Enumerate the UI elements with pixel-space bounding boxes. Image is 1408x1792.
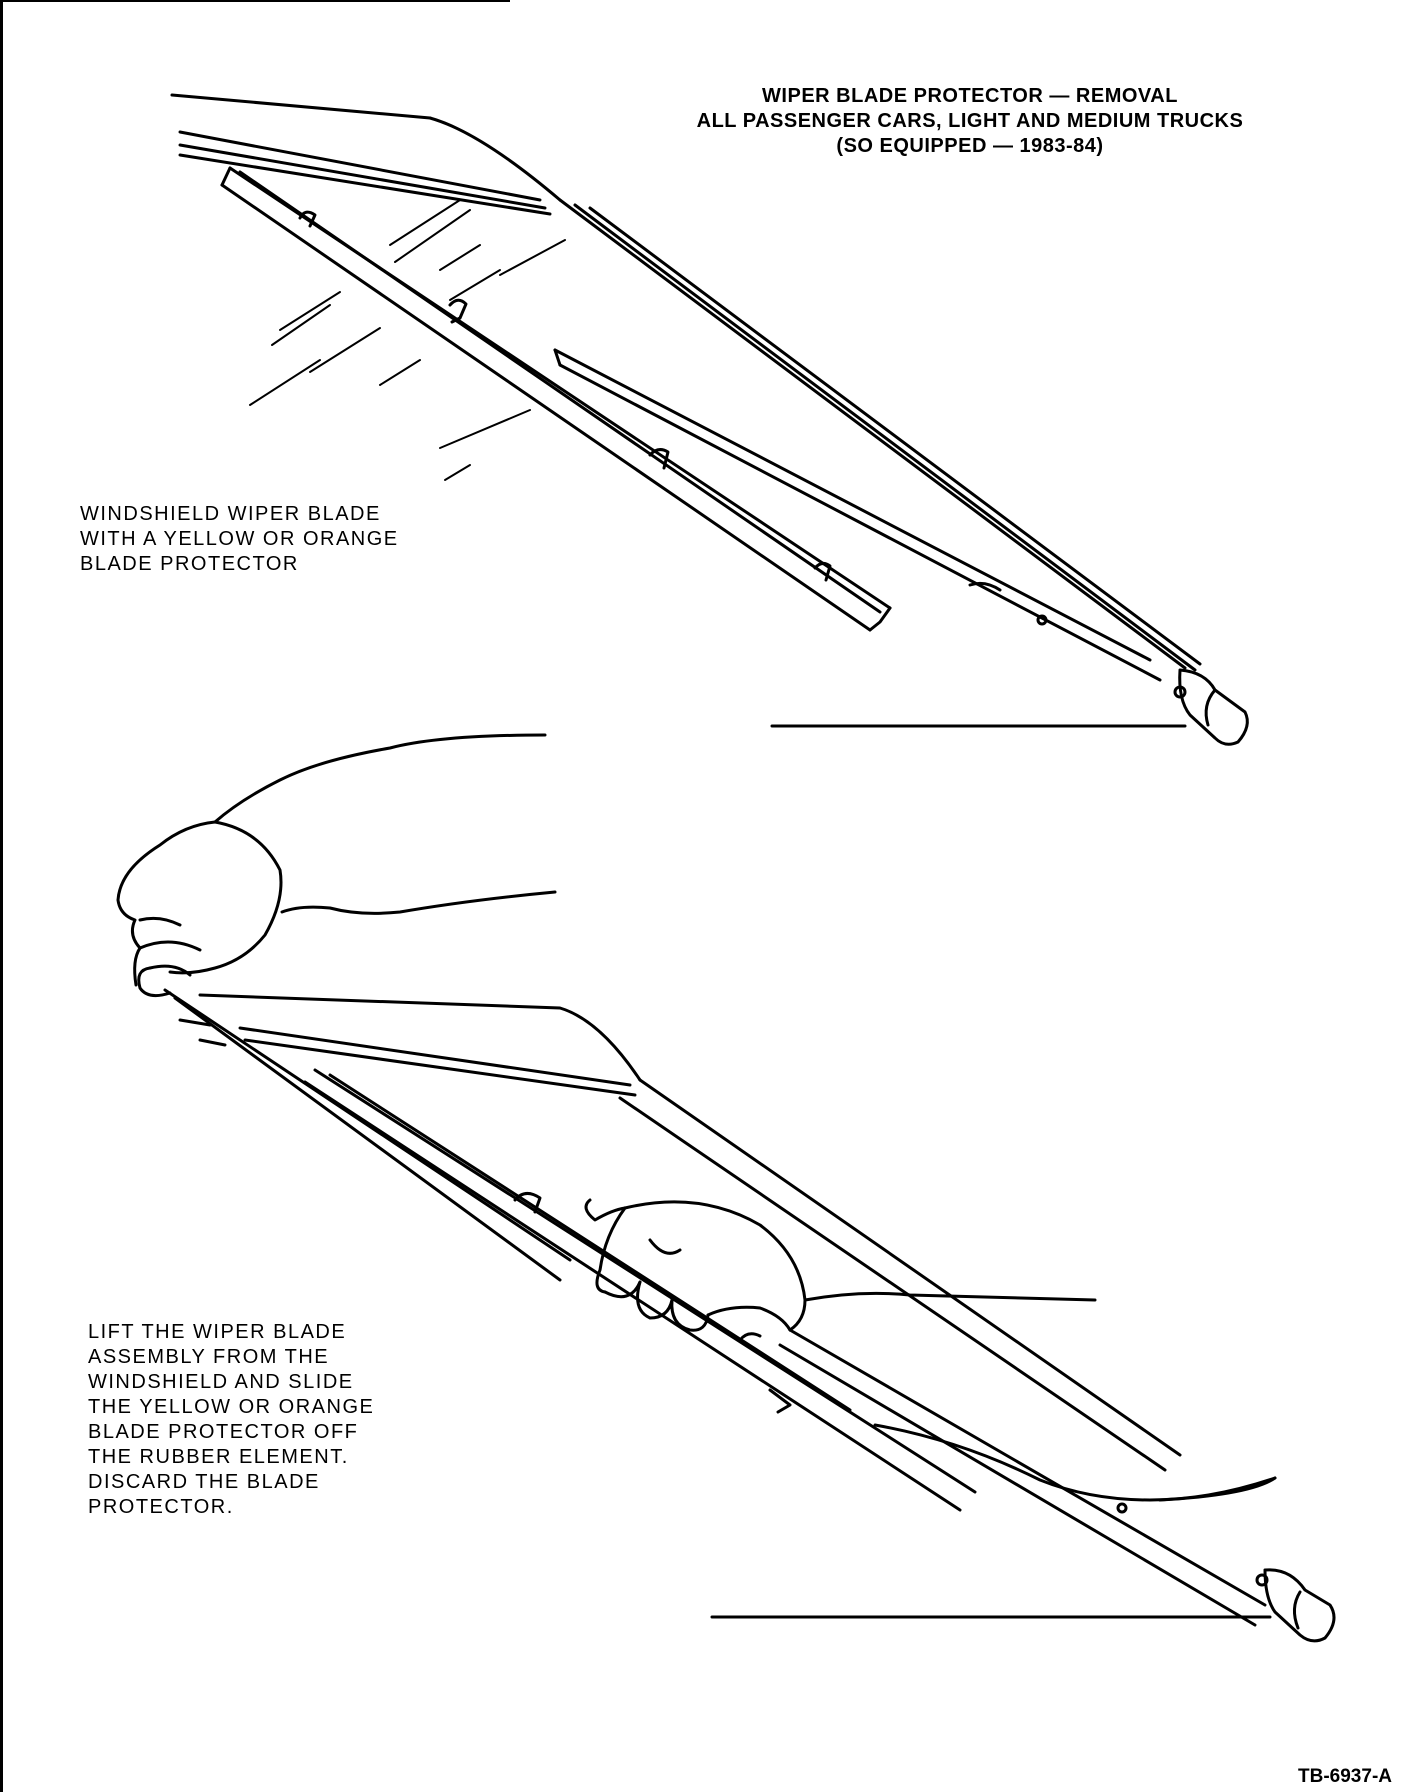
callout-line: WINDSHIELD WIPER BLADE (80, 503, 381, 525)
figure-id: TB-6937-A (1298, 1766, 1392, 1787)
callout-line: ASSEMBLY FROM THE (88, 1346, 330, 1368)
callout-blade-protector: WINDSHIELD WIPER BLADE WITH A YELLOW OR … (80, 502, 399, 577)
top-wiper-figure (170, 93, 1249, 746)
title-line-3: (SO EQUIPPED — 1983-84) (836, 135, 1104, 157)
page-frame-left (0, 0, 3, 1792)
diagram-title: WIPER BLADE PROTECTOR — REMOVAL ALL PASS… (640, 84, 1300, 159)
callout-removal-instructions: LIFT THE WIPER BLADE ASSEMBLY FROM THE W… (88, 1320, 374, 1520)
callout-line: LIFT THE WIPER BLADE (88, 1321, 347, 1343)
glass-reflection-lines (249, 199, 566, 481)
callout-line: BLADE PROTECTOR (80, 553, 299, 575)
title-line-2: ALL PASSENGER CARS, LIGHT AND MEDIUM TRU… (696, 110, 1244, 132)
callout-line: WITH A YELLOW OR ORANGE (80, 528, 399, 550)
callout-line: WINDSHIELD AND SLIDE (88, 1371, 354, 1393)
bottom-wiper-figure (116, 733, 1336, 1643)
callout-line: BLADE PROTECTOR OFF (88, 1421, 359, 1443)
title-line-1: WIPER BLADE PROTECTOR — REMOVAL (762, 85, 1178, 107)
callout-line: PROTECTOR. (88, 1496, 234, 1518)
callout-line: THE RUBBER ELEMENT. (88, 1446, 349, 1468)
callout-line: THE YELLOW OR ORANGE (88, 1396, 375, 1418)
page-frame-top (0, 0, 510, 2)
callout-line: DISCARD THE BLADE (88, 1471, 320, 1493)
